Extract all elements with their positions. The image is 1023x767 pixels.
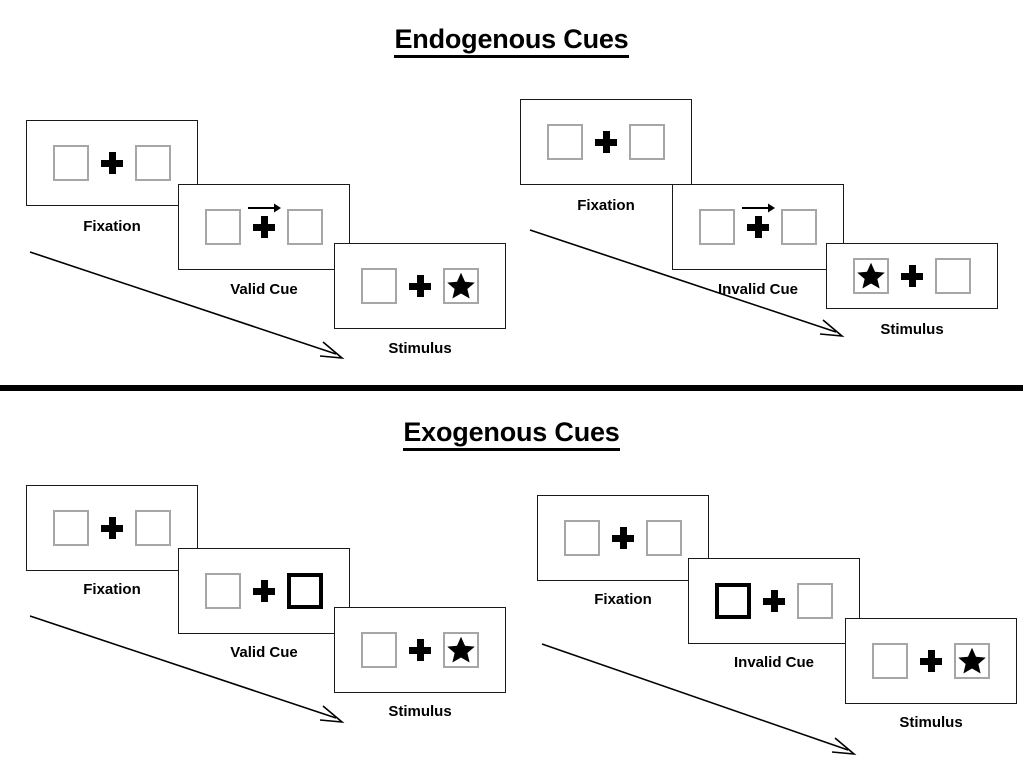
frame-endogenous-invalid-fixation (520, 99, 692, 185)
caption-exogenous-valid-stimulus: Stimulus (388, 703, 452, 720)
placeholder-box-left-target (853, 258, 889, 294)
caption-endogenous-valid-stimulus: Stimulus (388, 340, 452, 357)
frame-content (715, 583, 833, 619)
fixation-plus-icon (593, 129, 619, 155)
frame-content (853, 258, 971, 294)
frame-content (361, 268, 479, 304)
frame-content (872, 643, 990, 679)
placeholder-box-right (629, 124, 665, 160)
fixation-plus-icon (899, 263, 925, 289)
frame-exogenous-valid-fixation (26, 485, 198, 571)
caption-exogenous-invalid-cue: Invalid Cue (733, 654, 815, 671)
placeholder-box-right (646, 520, 682, 556)
flow-arrow-exogenous-valid (29, 615, 345, 724)
placeholder-box-left-cued (715, 583, 751, 619)
placeholder-box-right (135, 145, 171, 181)
caption-endogenous-invalid-fixation: Fixation (577, 197, 635, 214)
placeholder-box-left (361, 268, 397, 304)
placeholder-box-right (135, 510, 171, 546)
star-stimulus-icon (857, 262, 885, 289)
placeholder-box-left (53, 145, 89, 181)
fixation-plus-icon (251, 578, 277, 604)
arrow-right-cue-icon (248, 203, 281, 213)
placeholder-box-left (699, 209, 735, 245)
flow-arrow-endogenous-valid (29, 251, 345, 360)
arrow-right-cue-icon (742, 203, 775, 213)
caption-endogenous-valid-cue: Valid Cue (230, 281, 298, 298)
frame-content (53, 510, 171, 546)
frame-content (564, 520, 682, 556)
star-stimulus-icon (447, 272, 475, 299)
frame-content (547, 124, 665, 160)
placeholder-box-left (564, 520, 600, 556)
fixation-plus-icon (610, 525, 636, 551)
fixation-plus-icon (99, 515, 125, 541)
placeholder-box-right (797, 583, 833, 619)
section-title-exogenous: Exogenous Cues (0, 417, 1023, 451)
placeholder-box-right-target (443, 632, 479, 668)
star-stimulus-icon (958, 647, 986, 674)
placeholder-box-left (53, 510, 89, 546)
placeholder-box-right (935, 258, 971, 294)
frame-endogenous-valid-stimulus (334, 243, 506, 329)
section-title-endogenous-text: Endogenous Cues (394, 24, 629, 58)
frame-content (53, 145, 171, 181)
fixation-plus-icon (248, 203, 281, 240)
fixation-plus-icon (918, 648, 944, 674)
placeholder-box-right-target (443, 268, 479, 304)
section-title-exogenous-text: Exogenous Cues (403, 417, 620, 451)
fixation-plus-icon (742, 203, 775, 240)
caption-exogenous-valid-cue: Valid Cue (230, 644, 298, 661)
frame-exogenous-valid-cue (178, 548, 350, 634)
caption-endogenous-valid-fixation: Fixation (83, 218, 141, 235)
section-divider (0, 385, 1023, 391)
frame-endogenous-invalid-stimulus (826, 243, 998, 309)
frame-exogenous-valid-stimulus (334, 607, 506, 693)
caption-exogenous-valid-fixation: Fixation (83, 581, 141, 598)
caption-exogenous-invalid-stimulus: Stimulus (899, 714, 963, 731)
placeholder-box-left (205, 209, 241, 245)
placeholder-box-right-cued (287, 573, 323, 609)
section-title-endogenous: Endogenous Cues (0, 24, 1023, 58)
placeholder-box-right (781, 209, 817, 245)
flow-arrow-endogenous-invalid (529, 229, 845, 338)
frame-content (361, 632, 479, 668)
fixation-plus-icon (407, 273, 433, 299)
frame-endogenous-invalid-cue (672, 184, 844, 270)
frame-content (699, 203, 817, 245)
frame-exogenous-invalid-fixation (537, 495, 709, 581)
frame-endogenous-valid-fixation (26, 120, 198, 206)
placeholder-box-right-target (954, 643, 990, 679)
flow-arrow-exogenous-invalid (541, 643, 857, 756)
placeholder-box-left (205, 573, 241, 609)
frame-endogenous-valid-cue (178, 184, 350, 270)
caption-exogenous-invalid-fixation: Fixation (594, 591, 652, 608)
caption-endogenous-invalid-stimulus: Stimulus (880, 321, 944, 338)
placeholder-box-left (872, 643, 908, 679)
caption-endogenous-invalid-cue: Invalid Cue (717, 281, 799, 298)
frame-content (205, 573, 323, 609)
frame-exogenous-invalid-stimulus (845, 618, 1017, 704)
placeholder-box-left (361, 632, 397, 668)
star-stimulus-icon (447, 636, 475, 663)
placeholder-box-left (547, 124, 583, 160)
frame-content (205, 203, 323, 245)
fixation-plus-icon (407, 637, 433, 663)
fixation-plus-icon (99, 150, 125, 176)
fixation-plus-icon (761, 588, 787, 614)
placeholder-box-right (287, 209, 323, 245)
frame-exogenous-invalid-cue (688, 558, 860, 644)
